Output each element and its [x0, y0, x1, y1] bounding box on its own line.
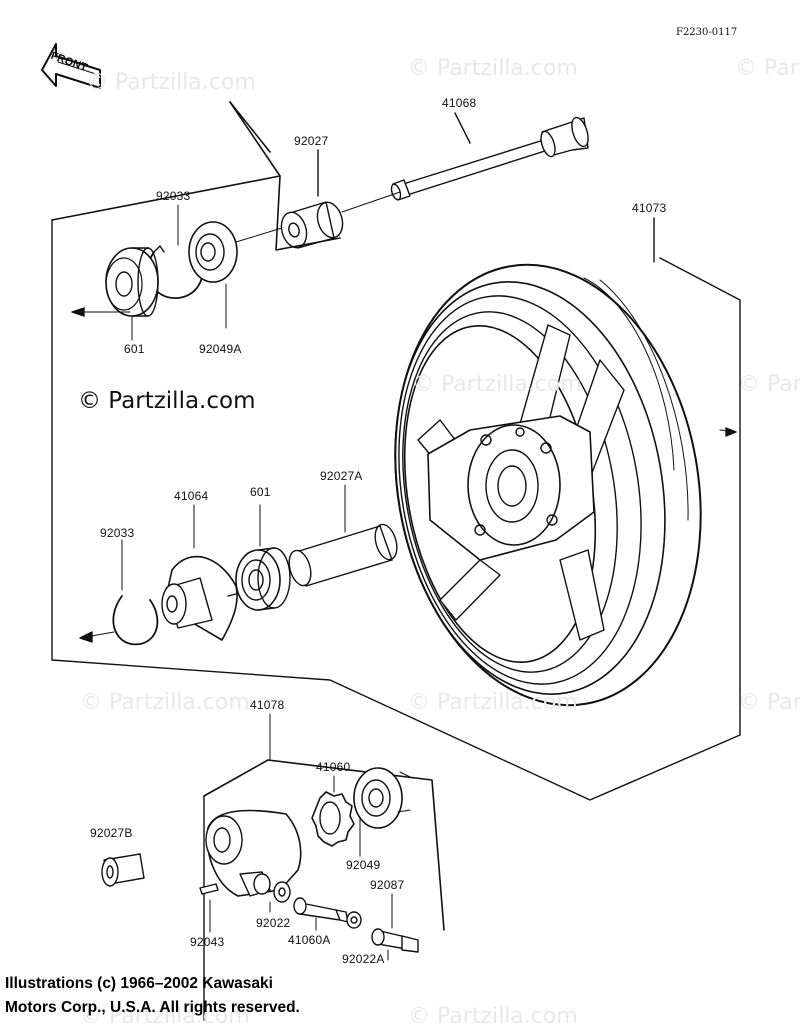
part-label-seal-top: 92049A — [199, 342, 242, 356]
watermark: © Partzilla.com — [412, 372, 582, 397]
part-label-washer: 92022 — [256, 916, 291, 930]
gear-housing-shape — [205, 809, 302, 897]
watermark: © Partzilla.com — [80, 690, 250, 715]
spacer-shape — [288, 484, 398, 587]
circlip-mid-shape — [79, 539, 159, 646]
drive-gear-shape — [311, 775, 355, 847]
part-label-seal-bottom: 92049 — [346, 858, 381, 872]
copyright-line-1: Illustrations (c) 1966–2002 Kawasaki — [5, 975, 273, 992]
watermark: © Partzilla.com — [735, 56, 800, 81]
seal-top-shape — [188, 221, 283, 329]
part-label-collar-bottom: 92027B — [90, 826, 133, 840]
copyright-line-2: Motors Corp., U.S.A. All rights reserved… — [5, 999, 300, 1016]
part-label-pin: 92043 — [190, 935, 225, 949]
part-label-circlip-mid: 92033 — [100, 526, 135, 540]
part-label-spacer: 92027A — [320, 469, 363, 483]
collar-bottom-shape — [101, 853, 145, 887]
part-label-drive-gear: 41060 — [316, 760, 351, 774]
watermark: © Partzilla.com — [80, 1004, 250, 1029]
part-label-axle: 41068 — [442, 96, 477, 110]
collar-top-shape — [280, 149, 401, 249]
wheel-shape — [394, 217, 737, 707]
washer-b-shape — [346, 911, 362, 929]
axle-shape — [390, 112, 589, 201]
part-label-washer-b: 92022A — [342, 952, 385, 966]
part-label-pinion: 41060A — [288, 933, 331, 947]
part-label-bearing-top: 601 — [124, 342, 145, 356]
bearing-mid-shape — [235, 504, 291, 611]
coupling-shape — [161, 504, 238, 641]
part-label-circlip-top: 92033 — [156, 189, 191, 203]
part-label-coupling: 41064 — [174, 489, 209, 503]
part-label-wheel: 41073 — [632, 201, 667, 215]
front-arrow-icon — [41, 43, 101, 89]
watermark: © Partzilla.com — [408, 56, 578, 81]
pinion-shape — [293, 897, 349, 931]
part-label-bushing: 92087 — [370, 878, 405, 892]
watermark: © Partzilla.com — [408, 1004, 578, 1029]
watermark-main: © Partzilla.com — [78, 388, 256, 414]
watermark: © Partzilla.com — [86, 70, 256, 95]
washer-shape — [269, 881, 291, 913]
watermark: © Partzilla.com — [408, 690, 578, 715]
watermark: © Partzilla.com — [738, 372, 800, 397]
part-label-bearing-mid: 601 — [250, 485, 271, 499]
bushing-shape — [371, 893, 419, 961]
pin-shape — [199, 883, 219, 933]
watermark: © Partzilla.com — [738, 690, 800, 715]
part-label-gear-housing: 41078 — [250, 698, 285, 712]
bearing-top-shape — [71, 247, 159, 341]
part-label-collar-top: 92027 — [294, 134, 329, 148]
seal-bottom-shape — [353, 767, 413, 857]
document-id: F2230-0117 — [676, 27, 738, 38]
